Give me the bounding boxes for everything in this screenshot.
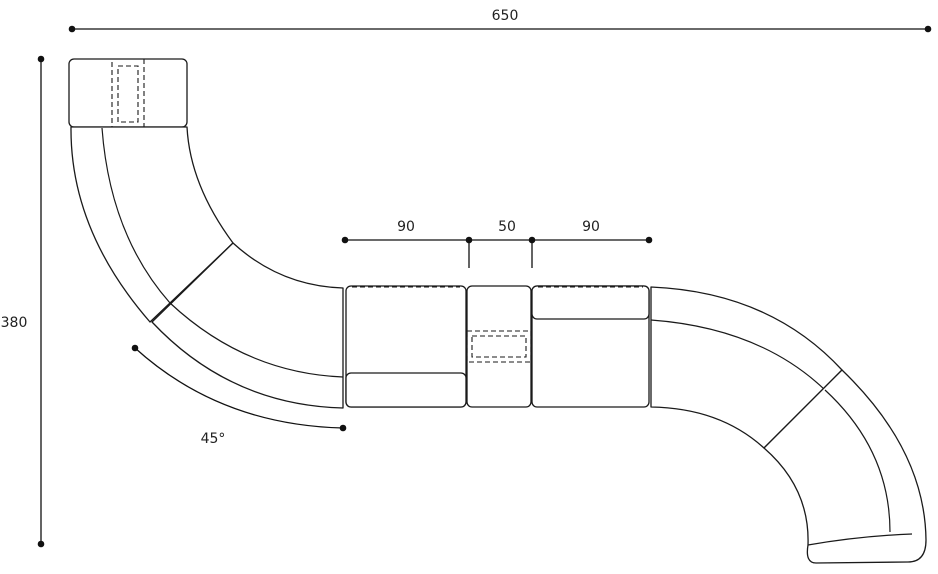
angle-dot-start: [131, 344, 139, 352]
angle-dot-end: [339, 424, 347, 432]
straight-module-left-back: [345, 372, 467, 408]
width-dimension-start-dot: [68, 25, 76, 33]
height-dimension-start-dot: [37, 55, 45, 63]
left-curve-lower: [151, 242, 344, 409]
segment-right-label: 90: [582, 219, 600, 235]
width-dimension-label: 650: [492, 8, 519, 24]
straight-module-right-back: [531, 285, 650, 320]
height-dimension-end-dot: [37, 540, 45, 548]
left-curve-upper-arm-seam: [101, 127, 171, 304]
segment-dimension: 90 50 90: [341, 219, 653, 268]
width-dimension-end-dot: [924, 25, 932, 33]
top-left-module: [68, 58, 188, 128]
middle-module: [466, 285, 532, 408]
angle-dimension: 45°: [131, 344, 347, 447]
right-curve-lower: [763, 369, 927, 564]
left-curve-upper: [70, 126, 234, 323]
segment-middle-label: 50: [498, 219, 516, 235]
angle-arc: [134, 347, 344, 429]
left-curve-lower-body: [151, 242, 344, 409]
left-curve-upper-body: [70, 126, 234, 323]
height-dimension-label: 380: [1, 315, 28, 331]
height-dimension: 380: [1, 55, 45, 548]
right-curve-lower-back-seam: [824, 389, 891, 533]
left-curve-lower-back-seam: [169, 302, 344, 378]
middle-table-inset: [471, 335, 527, 358]
width-dimension: 650: [68, 8, 932, 33]
straight-module-right: [531, 285, 650, 408]
segment-dot-start: [341, 236, 349, 244]
right-curve-lower-body: [763, 369, 927, 564]
segment-dot-end: [645, 236, 653, 244]
middle-module-body: [466, 285, 532, 408]
segment-dot-right: [528, 236, 536, 244]
right-curve-lower-arm-seam: [807, 533, 913, 546]
straight-module-left: [345, 285, 467, 408]
middle-table-outline: [466, 330, 532, 363]
segment-dot-left: [465, 236, 473, 244]
angle-label: 45°: [201, 431, 226, 447]
top-left-module-body: [68, 58, 188, 128]
right-curve-upper-back-seam: [650, 319, 826, 391]
top-left-table-inset: [117, 65, 139, 123]
segment-left-label: 90: [397, 219, 415, 235]
